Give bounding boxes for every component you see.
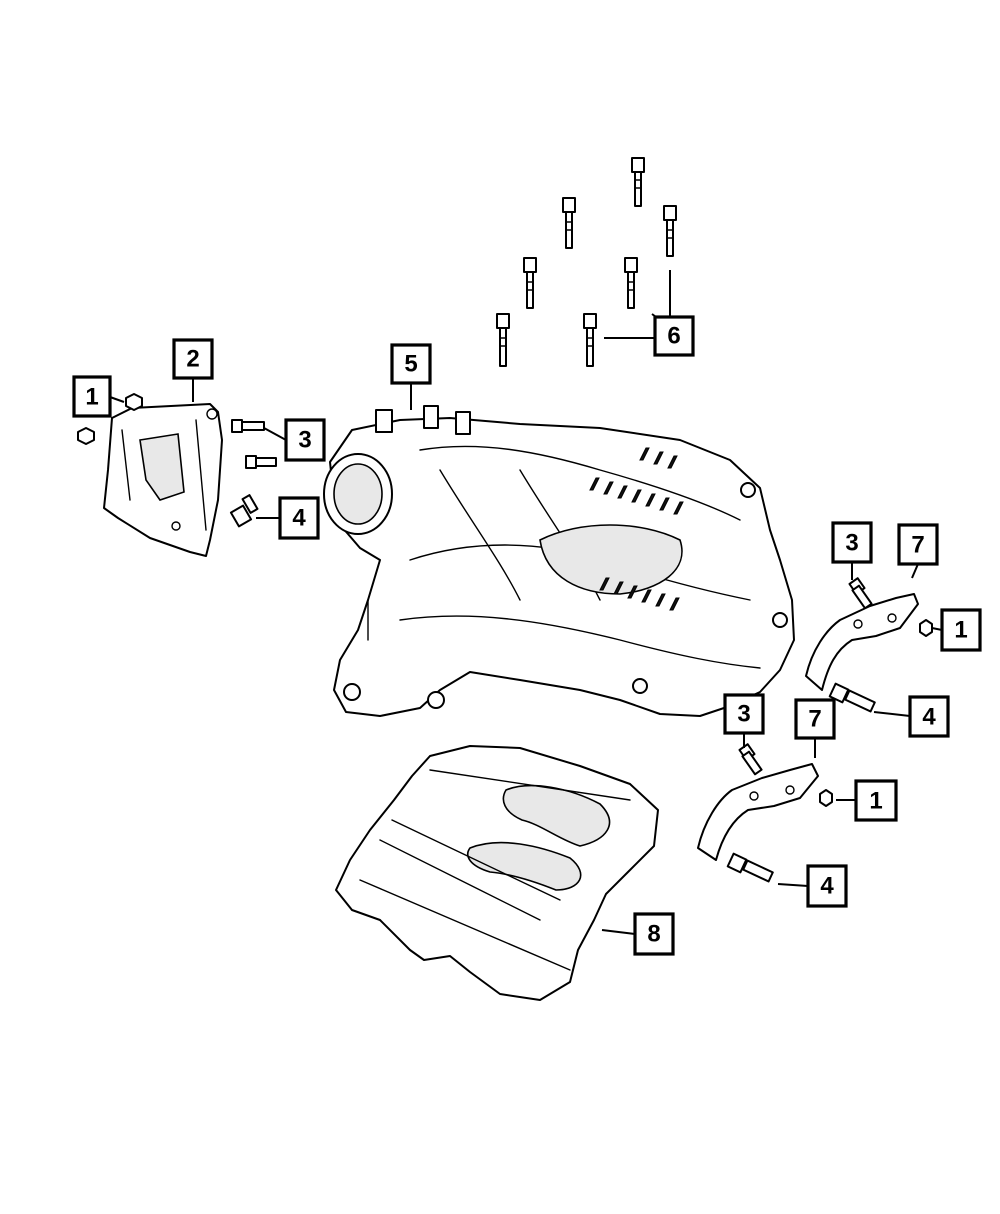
callout-label: 1: [954, 617, 967, 644]
callout-label: 4: [922, 704, 936, 731]
bolt: [624, 257, 638, 309]
bolt: [583, 313, 597, 367]
callout-1: 1: [854, 779, 898, 822]
callout-3: 3: [284, 418, 326, 462]
bolt: [663, 205, 677, 257]
callout-label: 3: [737, 701, 750, 728]
callout-label: 1: [869, 788, 882, 815]
leader-lines: [109, 270, 943, 935]
stud: [726, 852, 774, 883]
callout-label: 2: [186, 346, 199, 373]
callout-3: 3: [831, 521, 873, 564]
stud: [231, 419, 265, 433]
insulator-8: [335, 745, 659, 1001]
callout-label: 4: [820, 873, 834, 900]
callout-label: 8: [647, 921, 660, 948]
callout-4: 4: [806, 864, 848, 908]
manifold-ribs: [589, 447, 684, 611]
callout-label: 7: [911, 532, 924, 559]
nut: [77, 427, 95, 445]
callout-label: 6: [667, 323, 680, 350]
stud: [738, 743, 763, 776]
bolt: [631, 157, 645, 207]
bolt-set-6: [496, 157, 677, 367]
callout-6: 6: [653, 315, 695, 357]
intake-manifold-5: [323, 405, 795, 717]
stud: [245, 455, 277, 469]
bolt: [496, 313, 510, 367]
callout-label: 7: [808, 706, 821, 733]
callout-1: 1: [72, 375, 112, 418]
stud: [828, 682, 876, 713]
callout-4: 4: [908, 695, 950, 738]
callout-8: 8: [633, 912, 675, 956]
nut: [919, 619, 933, 637]
bracket-7: [697, 763, 819, 861]
callout-1: 1: [940, 608, 982, 652]
bracket-2: [103, 403, 223, 557]
bolt: [562, 197, 576, 249]
callout-5: 5: [390, 343, 432, 385]
bracket-7: [805, 593, 919, 691]
stud: [229, 494, 259, 528]
nut: [125, 393, 143, 411]
nut: [819, 789, 833, 807]
callout-label: 3: [298, 427, 311, 454]
bolt: [523, 257, 537, 309]
callout-4: 4: [278, 496, 320, 540]
stud: [848, 577, 873, 610]
callout-2: 2: [172, 338, 214, 380]
callout-7: 7: [794, 698, 836, 740]
callout-label: 5: [404, 351, 417, 378]
callout-label: 3: [845, 530, 858, 557]
callout-label: 1: [85, 384, 98, 411]
callout-label: 4: [292, 505, 306, 532]
callout-3: 3: [723, 693, 765, 735]
callout-7: 7: [897, 523, 939, 566]
